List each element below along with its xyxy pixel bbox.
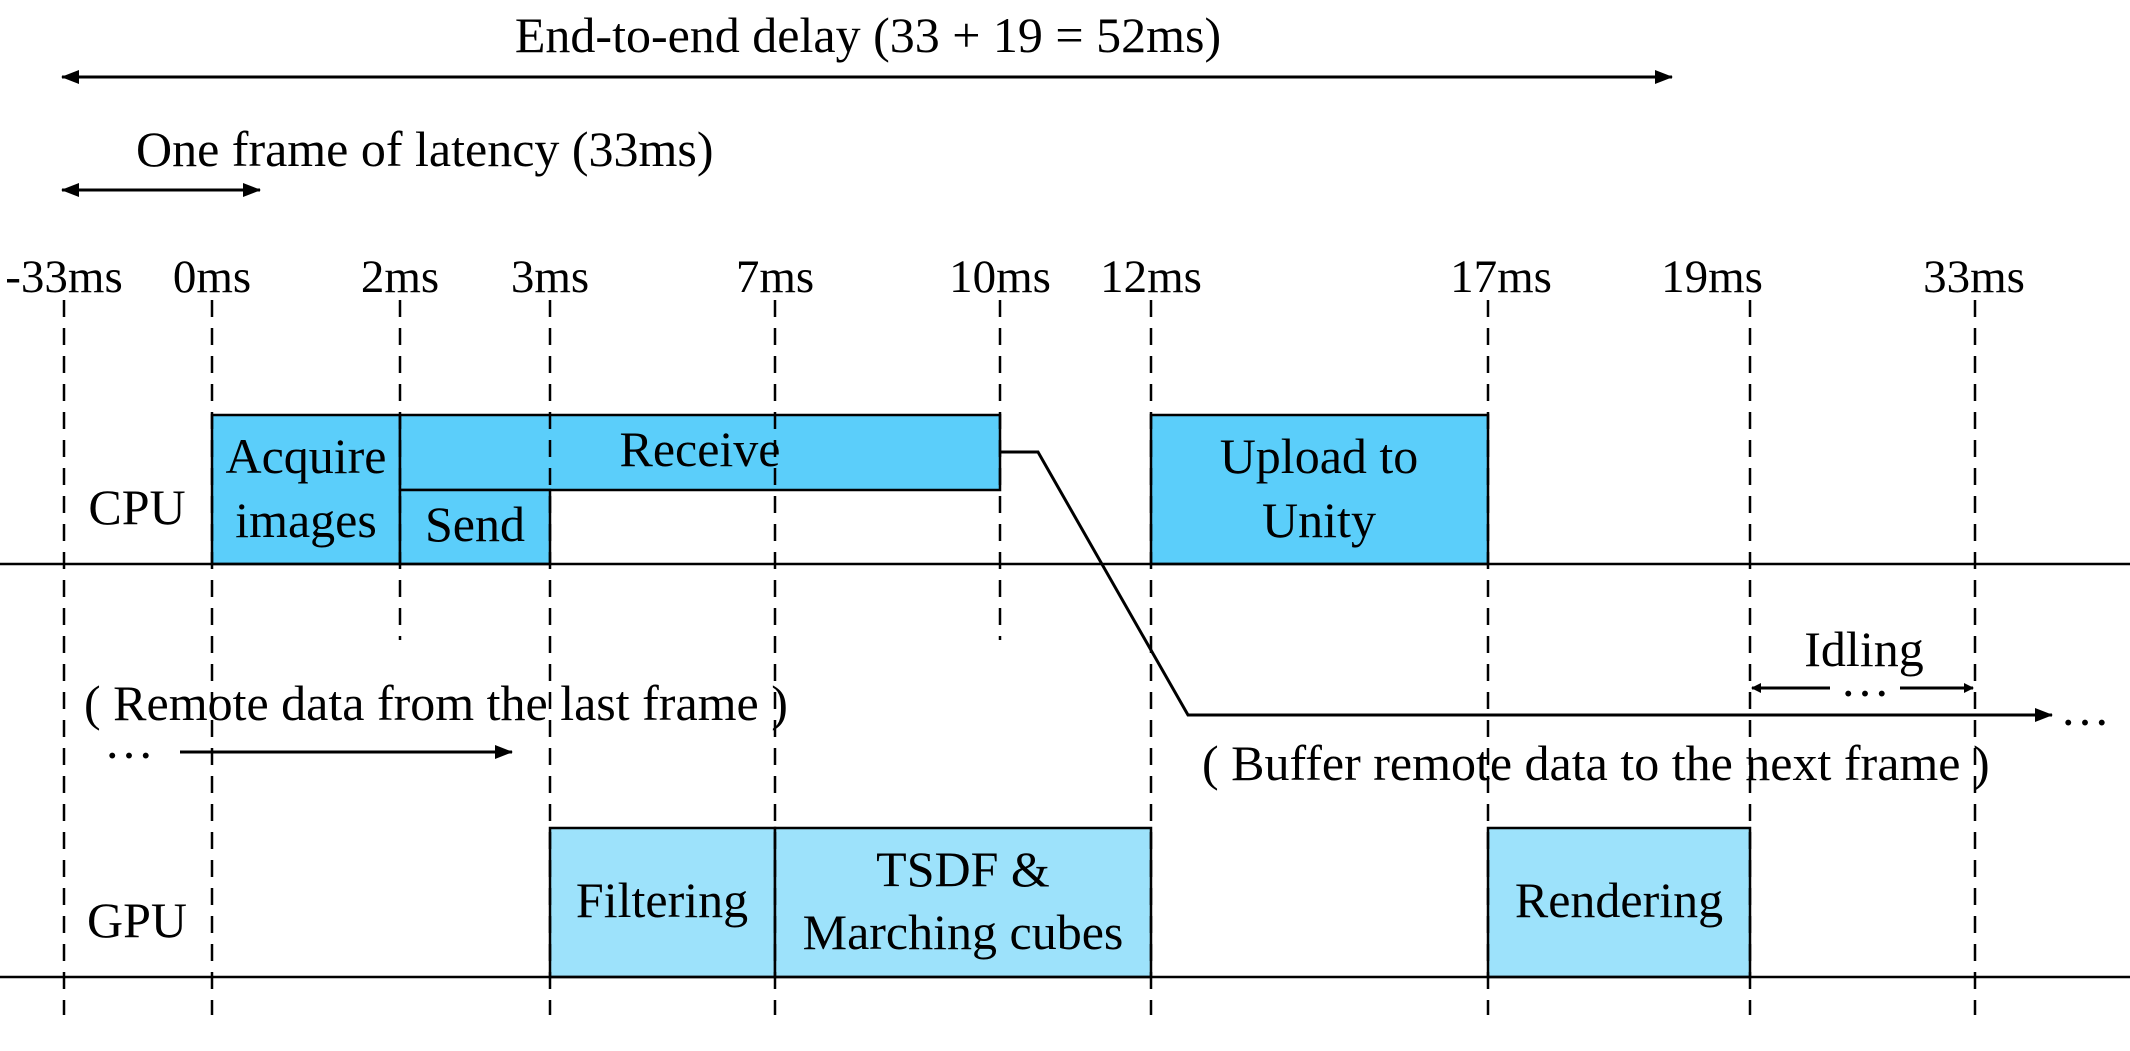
tick-label: 2ms	[361, 251, 439, 303]
end-to-end-delay-label: End-to-end delay (33 + 19 = 52ms)	[515, 7, 1221, 63]
tick-label: 3ms	[511, 251, 589, 303]
receive-label: Receive	[619, 421, 780, 477]
upload-label-line1: Upload to	[1220, 428, 1419, 484]
tick-label: 17ms	[1450, 251, 1552, 303]
time-axis: -33ms 0ms 2ms 3ms 7ms 10ms 12ms 17ms 19m…	[5, 251, 2025, 303]
tsdf-marching-cubes-box	[773, 826, 1153, 979]
tick-label: 10ms	[949, 251, 1051, 303]
ellipsis-left: …	[104, 713, 154, 769]
cpu-lane	[210, 413, 1490, 566]
acquire-images-box	[210, 413, 402, 566]
tick-label: 33ms	[1923, 251, 2025, 303]
tick-label: -33ms	[5, 251, 123, 303]
tick-label: 19ms	[1661, 251, 1763, 303]
idling-label: Idling	[1804, 621, 1923, 677]
buffer-next-frame-label: ( Buffer remote data to the next frame )	[1202, 735, 1990, 791]
tick-label: 0ms	[173, 251, 251, 303]
acquire-label-line1: Acquire	[225, 428, 386, 484]
buffer-next-frame-arrow	[1000, 450, 2053, 722]
rendering-box	[1486, 826, 1752, 979]
tick-label: 12ms	[1100, 251, 1202, 303]
gpu-lane-label: GPU	[87, 892, 187, 948]
one-frame-latency-label: One frame of latency (33ms)	[136, 121, 714, 177]
rendering-label: Rendering	[1515, 872, 1723, 928]
cpu-lane-label: CPU	[88, 479, 185, 535]
receive-box	[398, 413, 1002, 492]
tsdf-label-line2: Marching cubes	[803, 904, 1124, 960]
idling-ellipsis: …	[1840, 651, 1890, 707]
tick-label: 7ms	[736, 251, 814, 303]
filtering-label: Filtering	[576, 872, 748, 928]
upload-to-unity-box	[1149, 413, 1490, 566]
remote-data-last-frame-label: ( Remote data from the last frame )	[84, 675, 788, 731]
acquire-label-line2: images	[235, 492, 377, 548]
tsdf-label-line1: TSDF &	[876, 841, 1050, 897]
time-marker-lines	[62, 300, 1977, 1015]
ellipsis-right: …	[2060, 680, 2110, 736]
upload-label-line2: Unity	[1262, 492, 1376, 548]
send-label: Send	[425, 496, 525, 552]
